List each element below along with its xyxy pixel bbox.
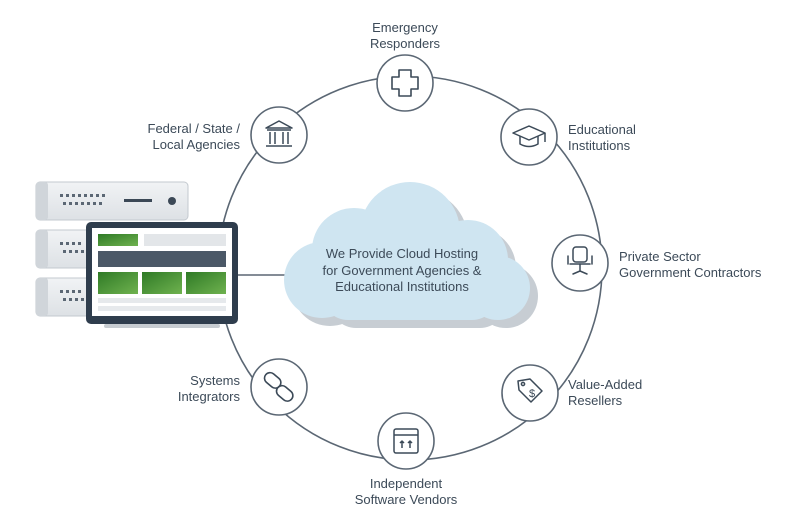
svg-text:$: $ — [529, 388, 535, 400]
cloud-caption-line: We Provide Cloud Hosting — [325, 246, 479, 261]
label-line: Integrators — [177, 389, 240, 404]
label-private: Private Sector Government Contractors — [619, 249, 795, 281]
label-line: Independent — [369, 476, 443, 491]
label-emergency: Emergency Responders — [345, 20, 465, 52]
label-line: Government Contractors — [619, 265, 762, 280]
price-tag-icon: $ — [517, 378, 543, 403]
cloud-shape — [284, 182, 538, 328]
label-educational: Educational Institutions — [568, 122, 688, 154]
monitor-dashboard — [86, 222, 238, 328]
cloud-caption-line: for Government Agencies & — [322, 262, 482, 278]
cloud-caption-line: Educational Institutions — [335, 279, 469, 294]
label-line: Software Vendors — [354, 492, 458, 507]
label-line: Local Agencies — [152, 137, 240, 152]
cloud-caption: We Provide Cloud Hosting for Government … — [288, 246, 516, 296]
label-line: Responders — [369, 36, 441, 51]
label-reseller: Value-Added Resellers — [568, 377, 688, 409]
node-educational — [500, 108, 558, 166]
label-line: Educational — [568, 122, 636, 137]
label-federal: Federal / State / Local Agencies — [108, 121, 241, 153]
node-isv — [377, 412, 435, 470]
node-federal — [250, 106, 308, 164]
medical-cross-icon — [391, 69, 419, 97]
label-line: Private Sector — [619, 249, 701, 264]
node-emergency — [376, 54, 434, 112]
government-building-icon — [265, 120, 293, 147]
label-line: Emergency — [372, 20, 438, 35]
package-box-icon — [393, 428, 419, 454]
label-line: Federal / State / — [147, 121, 241, 136]
office-chair-icon — [567, 246, 593, 275]
label-line: Value-Added — [568, 377, 643, 392]
label-line: Systems — [190, 373, 240, 388]
node-private — [551, 234, 609, 292]
label-integrators: Systems Integrators — [118, 373, 240, 405]
chain-link-icon — [263, 371, 294, 402]
graduation-cap-icon — [512, 125, 546, 148]
label-line: Institutions — [568, 138, 631, 153]
label-line: Resellers — [568, 393, 623, 408]
node-reseller: $ — [501, 364, 559, 422]
label-isv: Independent Software Vendors — [330, 476, 482, 508]
node-integrators — [250, 358, 308, 416]
